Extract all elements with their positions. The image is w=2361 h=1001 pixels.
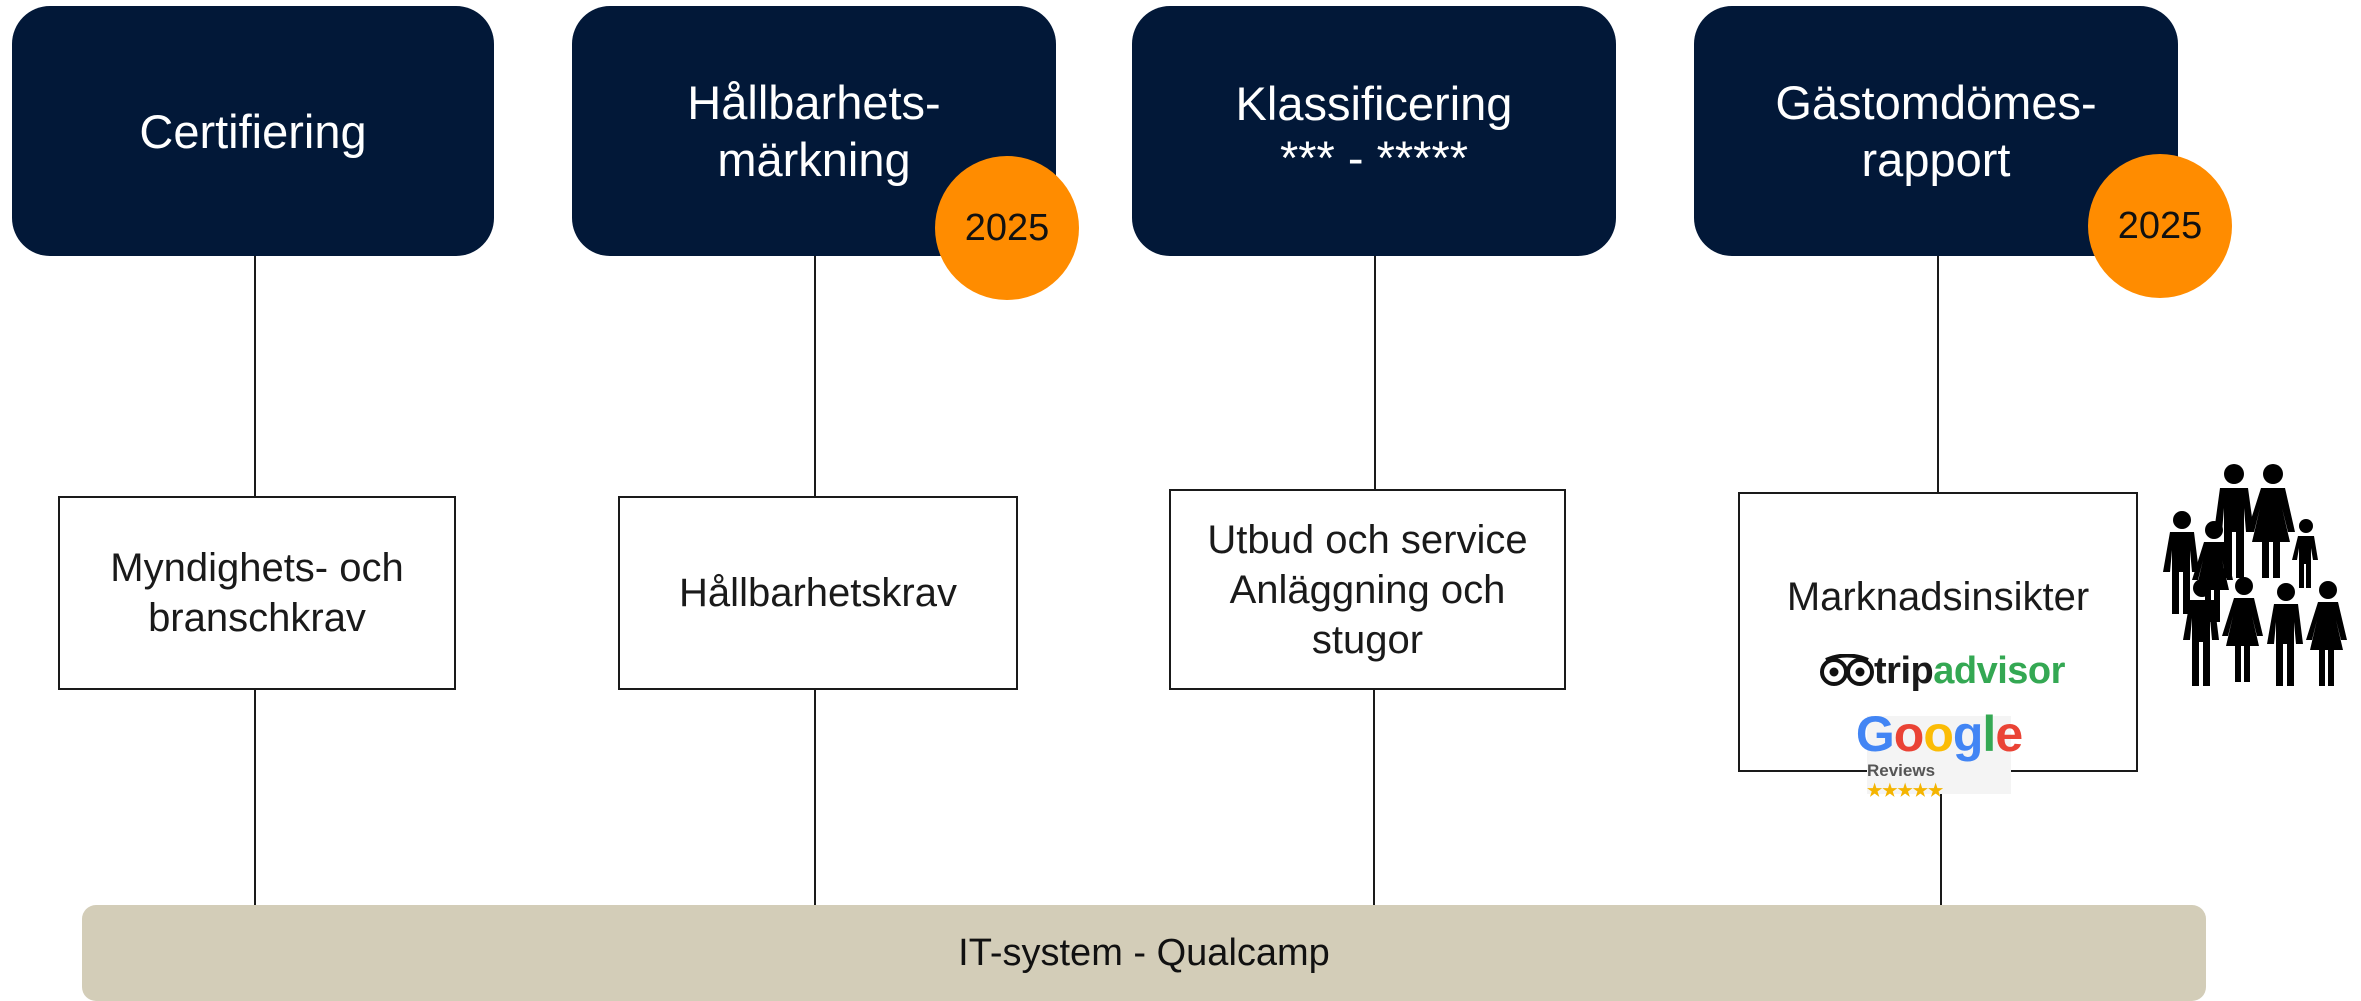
- google-letter: G: [1855, 706, 1895, 762]
- box-text-line: stugor: [1311, 617, 1424, 662]
- box-title-line: Hållbarhets-: [687, 76, 941, 129]
- connector-line: [814, 256, 816, 496]
- hallbarhetsmarkning-box: Hållbarhets- märkning: [572, 6, 1056, 256]
- connector-line: [1374, 256, 1376, 489]
- box-text-line: branschkrav: [148, 596, 366, 640]
- connector-line: [814, 686, 816, 905]
- google-reviews-label: Reviews ★★★★★: [1867, 761, 2011, 801]
- box-text-line: Hållbarhetskrav: [679, 571, 957, 615]
- box-title-line: Gästomdömes-: [1775, 76, 2097, 129]
- klassificering-box: Klassificering *** - *****: [1132, 6, 1616, 256]
- it-system-bar: IT-system - Qualcamp: [82, 905, 2206, 1001]
- box-title-line: rapport: [1861, 133, 2011, 186]
- connector-line: [254, 256, 256, 496]
- box-title-line: *** - *****: [1279, 131, 1469, 184]
- reviews-text: Reviews: [1867, 761, 1936, 780]
- connector-line: [254, 686, 256, 905]
- owl-icon: [1820, 654, 1874, 686]
- connector-line: [1940, 794, 1942, 905]
- utbud-service-box: Utbud och service Anläggning och stugor: [1169, 489, 1566, 690]
- rating-stars: ★★★★★: [1867, 781, 1944, 800]
- year-badge: 2025: [935, 156, 1079, 300]
- tripadvisor-text: trip: [1874, 649, 1934, 692]
- box-title-line: Certifiering: [139, 104, 367, 158]
- box-text-line: Myndighets- och: [110, 546, 404, 590]
- myndighetskrav-box: Myndighets- och branschkrav: [58, 496, 456, 690]
- google-letter: e: [1995, 706, 2023, 762]
- google-letter: l: [1982, 706, 1996, 762]
- box-text-line: Marknadsinsikter: [1786, 575, 2090, 619]
- google-letter: g: [1952, 706, 1984, 762]
- box-title-line: märkning: [717, 133, 911, 186]
- year-badge: 2025: [2088, 154, 2232, 298]
- box-text-line: Utbud och service: [1207, 517, 1528, 562]
- connector-line: [1373, 686, 1375, 905]
- google-wordmark: Google: [1855, 706, 2023, 762]
- google-reviews-logo: Google Reviews ★★★★★: [1856, 709, 2023, 800]
- box-title-line: Klassificering: [1235, 77, 1513, 130]
- google-letter: o: [1923, 706, 1954, 762]
- connector-line: [1937, 256, 1939, 492]
- box-text-line: Anläggning och: [1229, 567, 1506, 612]
- hallbarhetskrav-box: Hållbarhetskrav: [618, 496, 1018, 690]
- it-system-label: IT-system - Qualcamp: [958, 931, 1330, 974]
- family-icon: [2163, 464, 2347, 686]
- certifiering-box: Certifiering: [12, 6, 494, 256]
- google-letter: o: [1893, 706, 1925, 762]
- tripadvisor-text: advisor: [1933, 649, 2065, 692]
